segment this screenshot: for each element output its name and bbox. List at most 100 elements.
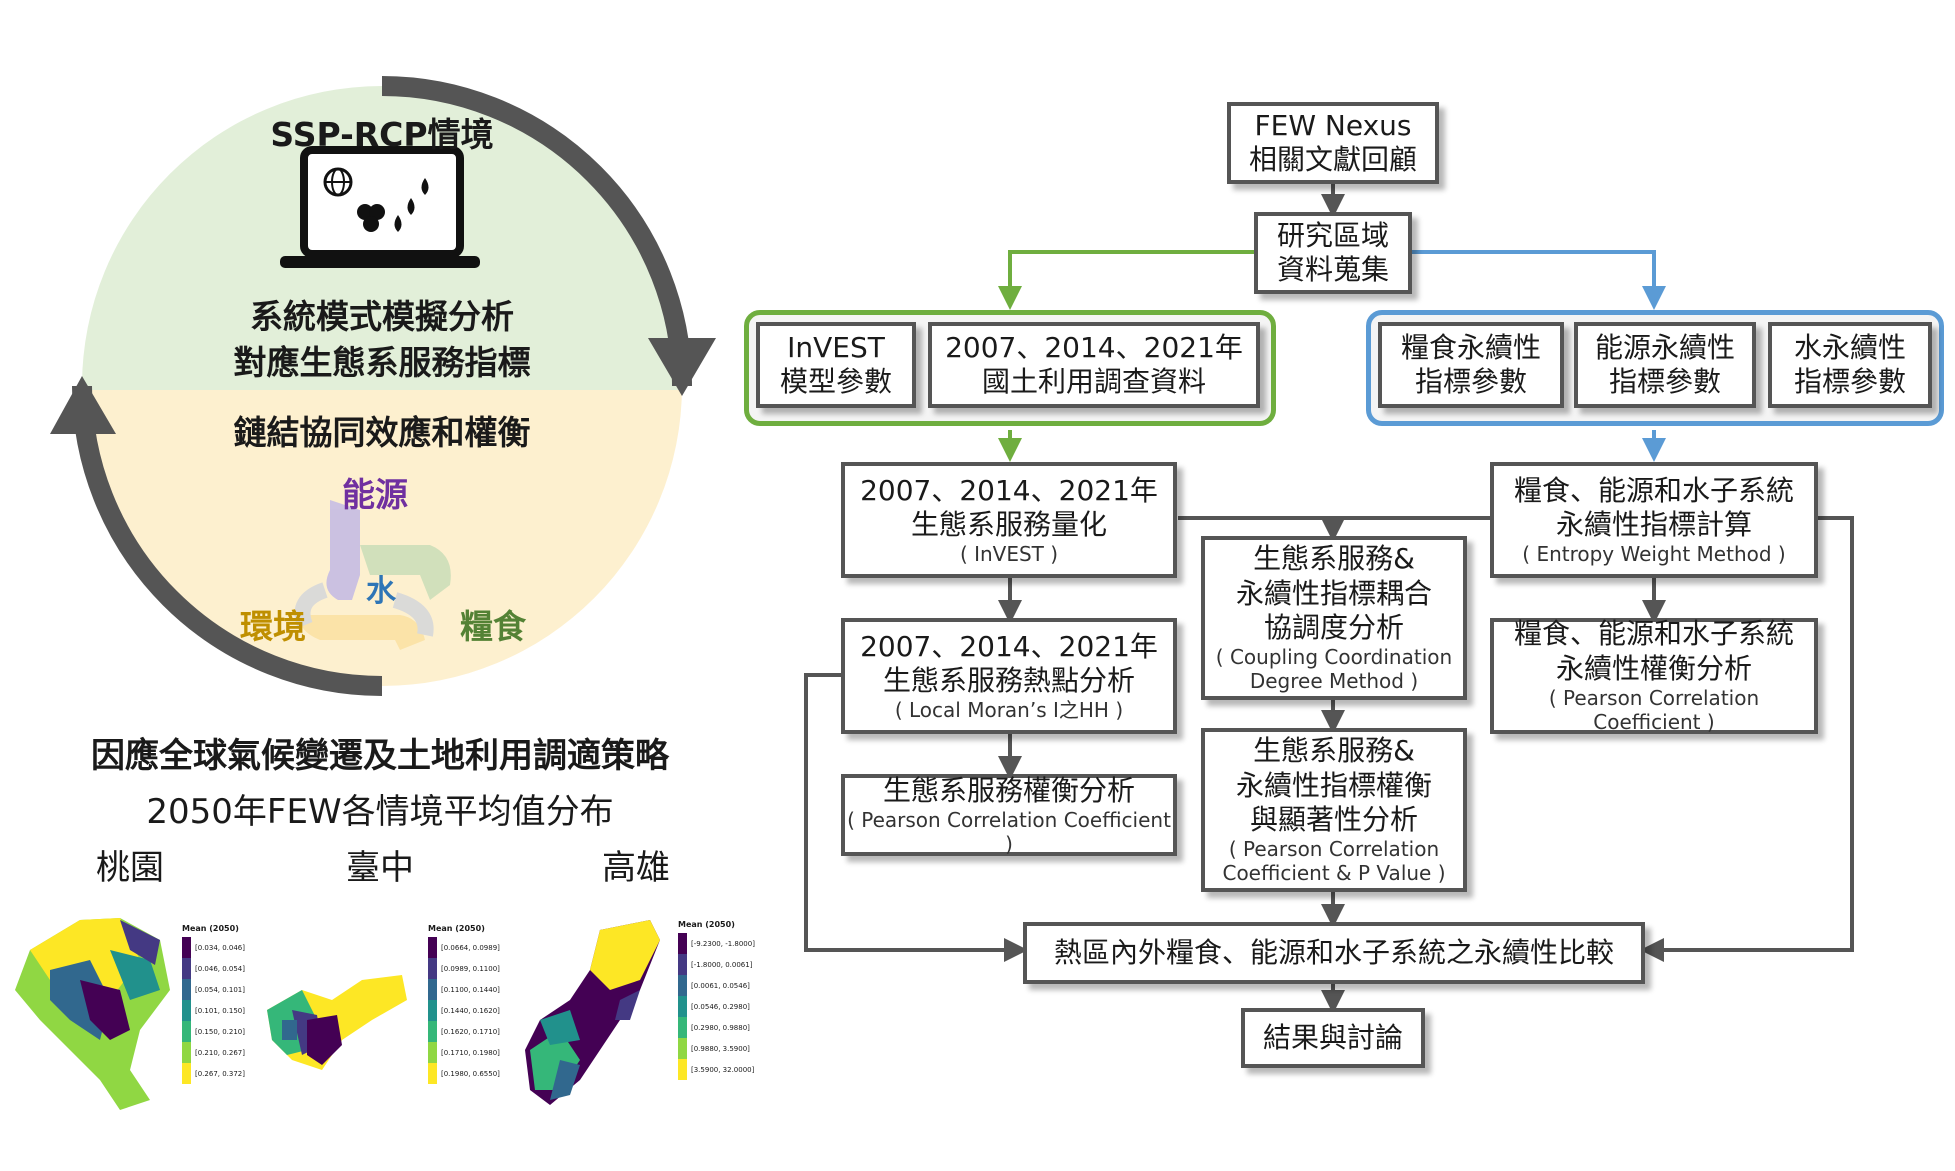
legend-range-label: [0.0664, 0.0989] — [441, 943, 500, 952]
nexus-arrow-env — [299, 610, 425, 650]
es-quant-box: 2007、2014、2021年 生態系服務量化 ( InVEST ) — [841, 462, 1177, 578]
legend-range-label: [0.101, 0.150] — [195, 1006, 245, 1015]
sustain-calc-line3: ( Entropy Weight Method ) — [1522, 541, 1786, 566]
legend-swatch — [428, 1063, 437, 1084]
coupling-line1: 生態系服務& — [1253, 542, 1415, 576]
legend-swatch — [182, 979, 191, 1000]
legend-range-label: [0.267, 0.372] — [195, 1069, 245, 1078]
legend-range-label: [0.046, 0.054] — [195, 964, 245, 973]
sustain-tradeoff-line2: 永續性權衡分析 — [1555, 651, 1752, 685]
drop-icon — [394, 215, 402, 232]
legend-swatch — [428, 1021, 437, 1042]
legend-range-label: [0.1710, 0.1980] — [441, 1048, 500, 1057]
city-label-taichung: 臺中 — [346, 848, 414, 888]
legend-row: [0.2980, 0.9880] — [678, 1017, 755, 1038]
result-line1: 結果與討論 — [1262, 1020, 1403, 1054]
study-area-line2: 資料蒐集 — [1276, 253, 1389, 286]
few-nexus-line1: FEW Nexus — [1254, 108, 1412, 142]
legend-row: [0.0664, 0.0989] — [428, 937, 500, 958]
legend-row: [0.1980, 0.6550] — [428, 1063, 500, 1084]
legend-row: [-1.8000, 0.0061] — [678, 954, 755, 975]
food-params-line1: 糧食永續性 — [1400, 330, 1541, 364]
es-quant-line3: ( InVEST ) — [959, 541, 1059, 566]
legend-swatch — [182, 937, 191, 958]
legend-range-label: [0.034, 0.046] — [195, 943, 245, 952]
legend-swatch — [428, 1042, 437, 1063]
map-kaohsiung — [525, 920, 660, 1105]
coupling-line4: ( Coupling Coordination — [1215, 644, 1453, 669]
es-tradeoff-box: 生態系服務權衡分析 ( Pearson Correlation Coeffici… — [841, 774, 1177, 856]
landuse-data-line1: 2007、2014、2021年 — [945, 330, 1243, 364]
legend-swatch — [678, 954, 687, 975]
result-box: 結果與討論 — [1241, 1008, 1425, 1068]
map-taoyuan — [15, 918, 170, 1110]
legend-range-label: [0.0061, 0.0546] — [691, 981, 750, 990]
cycle-diagram — [50, 76, 716, 696]
legend-swatch — [678, 1038, 687, 1059]
water-params-box: 水永續性 指標參數 — [1768, 322, 1932, 408]
sustain-tradeoff-line3: ( Pearson Correlation Coefficient ) — [1548, 685, 1760, 735]
compare-line1: 熱區內外糧食、能源和水子系統之永續性比較 — [1053, 935, 1614, 969]
invest-params-line1: InVEST — [787, 330, 885, 364]
few-nexus-box: FEW Nexus 相關文獻回顧 — [1227, 102, 1439, 184]
sustain-tradeoff-box: 糧食、能源和水子系統 永續性權衡分析 ( Pearson Correlation… — [1490, 617, 1818, 735]
legend-swatch — [428, 1000, 437, 1021]
legend-row: [0.101, 0.150] — [182, 1000, 245, 1021]
arrow-hotspot-to-compare — [804, 673, 1028, 962]
legend-row: [0.1100, 0.1440] — [428, 979, 500, 1000]
map-legend-kaohsiung: Mean (2050) [-9.2300, -1.8000][-1.8000, … — [678, 920, 755, 1080]
legend-swatch — [428, 937, 437, 958]
legend-title: Mean (2050) — [182, 924, 239, 933]
es-tradeoff-line2: ( Pearson Correlation Coefficient ) — [847, 807, 1171, 857]
legend-swatch — [678, 933, 687, 954]
legend-swatch — [678, 1017, 687, 1038]
legend-title: Mean (2050) — [428, 924, 485, 933]
arrow-study-to-blue — [1410, 250, 1666, 310]
arrow-calc-to-compare — [1640, 516, 1854, 962]
legend-range-label: [0.1100, 0.1440] — [441, 985, 500, 994]
legend-range-label: [0.1440, 0.1620] — [441, 1006, 500, 1015]
map-legend-taichung: Mean (2050) [0.0664, 0.0989][0.0989, 0.1… — [428, 924, 500, 1084]
food-params-box: 糧食永續性 指標參數 — [1378, 322, 1564, 408]
es-sig-line3: 與顯著性分析 — [1249, 802, 1418, 836]
sustain-calc-box: 糧食、能源和水子系統 永續性指標計算 ( Entropy Weight Meth… — [1490, 462, 1818, 578]
legend-swatch — [182, 1021, 191, 1042]
energy-params-line1: 能源永續性 — [1594, 330, 1735, 364]
es-quant-line1: 2007、2014、2021年 — [860, 473, 1158, 507]
nexus-arrow-food — [360, 545, 451, 600]
study-area-line1: 研究區域 — [1276, 218, 1389, 252]
es-sig-line2: 永續性指標權衡 — [1235, 768, 1432, 802]
legend-range-label: [0.210, 0.267] — [195, 1048, 245, 1057]
es-quant-line2: 生態系服務量化 — [910, 507, 1107, 541]
legend-row: [-9.2300, -1.8000] — [678, 933, 755, 954]
legend-row: [0.267, 0.372] — [182, 1063, 245, 1084]
legend-range-label: [0.9880, 3.5900] — [691, 1044, 750, 1053]
legend-swatch — [428, 958, 437, 979]
legend-row: [0.9880, 3.5900] — [678, 1038, 755, 1059]
legend-row: [0.1710, 0.1980] — [428, 1042, 500, 1063]
legend-row: [0.1440, 0.1620] — [428, 1000, 500, 1021]
energy-params-box: 能源永續性 指標參數 — [1574, 322, 1756, 408]
cycle-arc-left — [72, 385, 383, 696]
few-nexus-line2: 相關文獻回顧 — [1248, 143, 1417, 176]
es-sig-line4: ( Pearson Correlation — [1228, 836, 1440, 861]
legend-row: [0.0546, 0.2980] — [678, 996, 755, 1017]
legend-swatch — [182, 958, 191, 979]
legend-swatch — [678, 1059, 687, 1080]
es-sig-line5: Coefficient & P Value ) — [1222, 861, 1446, 886]
legend-range-label: [-9.2300, -1.8000] — [691, 939, 755, 948]
water-params-line1: 水永續性 — [1793, 330, 1906, 364]
sustain-calc-line1: 糧食、能源和水子系統 — [1513, 473, 1794, 507]
nexus-arrow-energy — [326, 500, 360, 600]
legend-swatch — [678, 996, 687, 1017]
city-label-taoyuan: 桃園 — [96, 848, 164, 888]
legend-range-label: [0.054, 0.101] — [195, 985, 245, 994]
nexus-label-food: 糧食 — [460, 607, 526, 646]
legend-row: [0.046, 0.054] — [182, 958, 245, 979]
invest-params-line2: 模型參數 — [779, 365, 892, 398]
map-legend-taoyuan: Mean (2050) [0.034, 0.046] [0.046, 0.054]… — [182, 924, 245, 1084]
strategy-title: 因應全球氣候變遷及土地利用調適策略 — [91, 736, 669, 776]
hotspot-box: 2007、2014、2021年 生態系服務熱點分析 ( Local Moran’… — [841, 618, 1177, 734]
